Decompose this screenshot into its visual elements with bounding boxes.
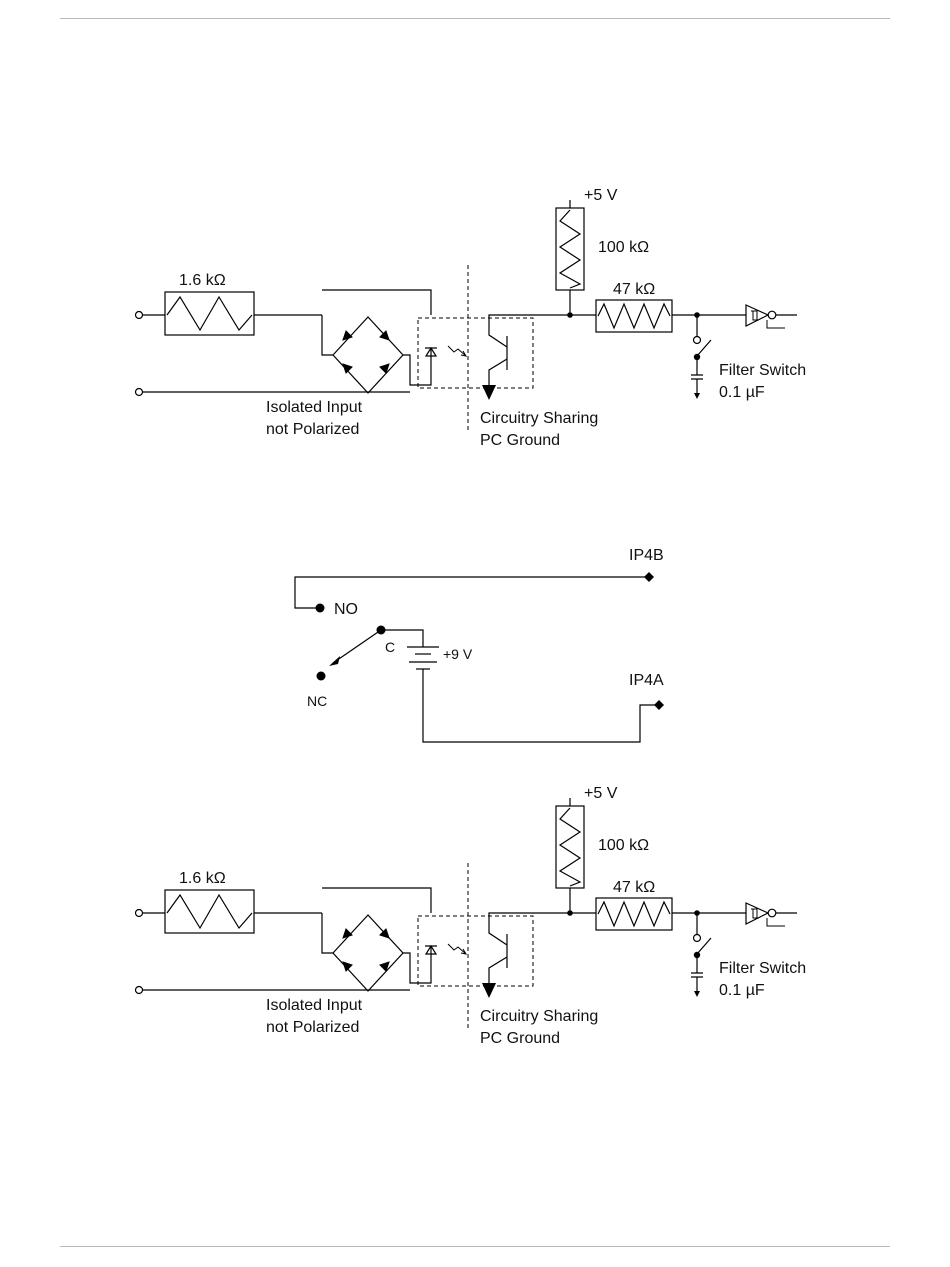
resistor-100k-label: 100 kΩ [598, 239, 649, 256]
bridge-rectifier [322, 888, 431, 991]
resistor-100k [556, 208, 584, 290]
resistor-100k-label: 100 kΩ [598, 837, 649, 854]
filter-switch [691, 315, 711, 399]
filter-label-line1: Filter Switch [719, 362, 806, 379]
schmitt-inverter [746, 305, 797, 328]
resistor-47k [596, 898, 672, 930]
bridge-label-line2: not Polarized [266, 1019, 359, 1036]
resistor-1k6 [165, 890, 254, 933]
contact-no [316, 604, 325, 613]
bridge-rectifier [322, 290, 431, 393]
supply-label: +5 V [584, 785, 618, 802]
resistor-47k-label: 47 kΩ [613, 879, 655, 896]
isolated-input-circuit-bottom: 1.6 kΩ Isolated Input not Polarized Circ… [0, 768, 950, 1068]
resistor-1k6 [165, 292, 254, 335]
filter-label-line2: 0.1 µF [719, 384, 765, 401]
resistor-100k [556, 806, 584, 888]
resistor-1k6-label: 1.6 kΩ [179, 870, 226, 887]
input-terminal-1 [136, 910, 143, 917]
input-terminal-2 [136, 987, 143, 994]
ground-label-line1: Circuitry Sharing [480, 410, 598, 427]
wire-ip4a [423, 669, 657, 742]
terminal-ip4b-label: IP4B [629, 547, 664, 564]
terminal-ip4b [644, 572, 654, 582]
terminal-ip4a [654, 700, 664, 710]
optocoupler [418, 318, 533, 400]
header-rule [60, 18, 890, 19]
resistor-47k [596, 300, 672, 332]
ground-label-line2: PC Ground [480, 432, 560, 449]
optocoupler [418, 916, 533, 998]
relay-arm-arrow-icon [329, 656, 340, 666]
resistor-1k6-label: 1.6 kΩ [179, 272, 226, 289]
contact-nc [317, 672, 326, 681]
input-terminal-2 [136, 389, 143, 396]
schmitt-inverter [746, 903, 797, 926]
input-terminal-1 [136, 312, 143, 319]
contact-no-label: NO [334, 601, 358, 618]
bridge-label-line1: Isolated Input [266, 399, 363, 416]
contact-nc-label: NC [307, 693, 327, 709]
resistor-47k-label: 47 kΩ [613, 281, 655, 298]
footer-rule [60, 1246, 890, 1247]
battery-9v [407, 647, 439, 669]
filter-label-line1: Filter Switch [719, 960, 806, 977]
bridge-label-line1: Isolated Input [266, 997, 363, 1014]
relay-contact-diagram: IP4B NO C NC +9 V IP4A [0, 550, 950, 760]
supply-label: +5 V [584, 187, 618, 204]
ground-label-line1: Circuitry Sharing [480, 1008, 598, 1025]
terminal-ip4a-label: IP4A [629, 672, 664, 689]
battery-label: +9 V [443, 646, 473, 662]
contact-c-label: C [385, 639, 395, 655]
relay-arm [333, 630, 381, 663]
filter-label-line2: 0.1 µF [719, 982, 765, 999]
filter-switch [691, 913, 711, 997]
ground-label-line2: PC Ground [480, 1030, 560, 1047]
bridge-label-line2: not Polarized [266, 421, 359, 438]
isolated-input-circuit-top: 1.6 kΩ Isolated Input not Polarized Circ… [0, 170, 950, 470]
